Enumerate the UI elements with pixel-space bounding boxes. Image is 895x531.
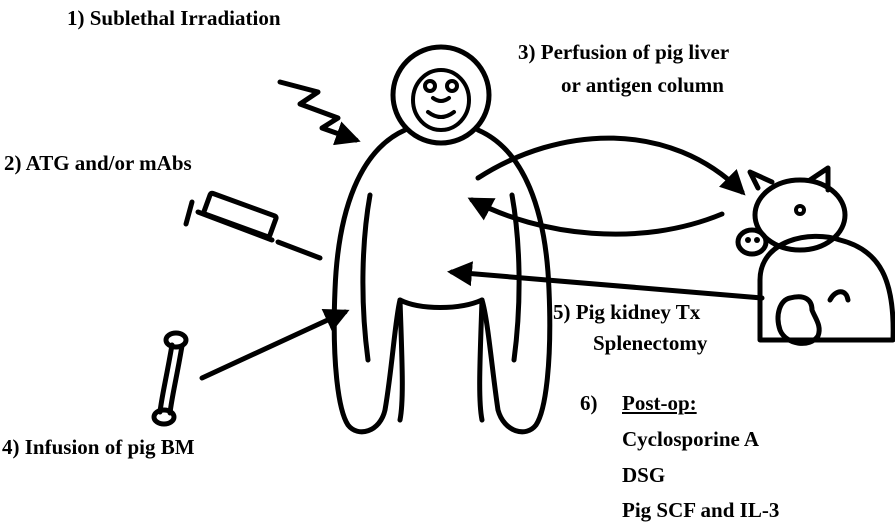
step-5-label-line1: 5) Pig kidney Tx [553,302,700,323]
step-6-item: DSG [622,465,665,486]
step-6-item: Cyclosporine A [622,429,759,450]
step-6-heading: Post-op: [622,393,697,414]
irradiation-bolt-icon [280,82,356,140]
primate-mouth [428,112,454,117]
step-5-label-line2: Splenectomy [593,333,707,354]
bone-marrow-infusion-arrow [202,312,345,378]
primate-left-leg [400,300,402,420]
primate-right-leg [480,300,482,420]
perfusion-return-arrow [472,200,722,234]
bone-icon [154,333,186,424]
pig-kidney-figure [760,236,893,343]
pig-eye [796,206,804,214]
primate-left-eye [425,81,435,91]
kidney-transplant-arrow [452,272,762,298]
syringe-icon [186,193,320,258]
kidney-vessel [830,292,848,300]
step-1-label: 1) Sublethal Irradiation [67,8,281,29]
step-6-number: 6) [580,393,598,414]
primate-nose [433,98,449,101]
step-6-item: Pig SCF and IL-3 [622,500,779,521]
step-2-label: 2) ATG and/or mAbs [4,153,192,174]
primate-right-eye [447,81,457,91]
kidney-icon [778,297,819,344]
primate-recipient-figure [334,47,550,432]
step-3-label-line1: 3) Perfusion of pig liver [518,42,729,63]
step-4-label: 4) Infusion of pig BM [2,437,195,458]
pig-snout [738,230,766,254]
primate-left-arm [363,195,370,360]
step-3-label-line2: or antigen column [561,75,724,96]
pig-left-ear [750,172,772,188]
